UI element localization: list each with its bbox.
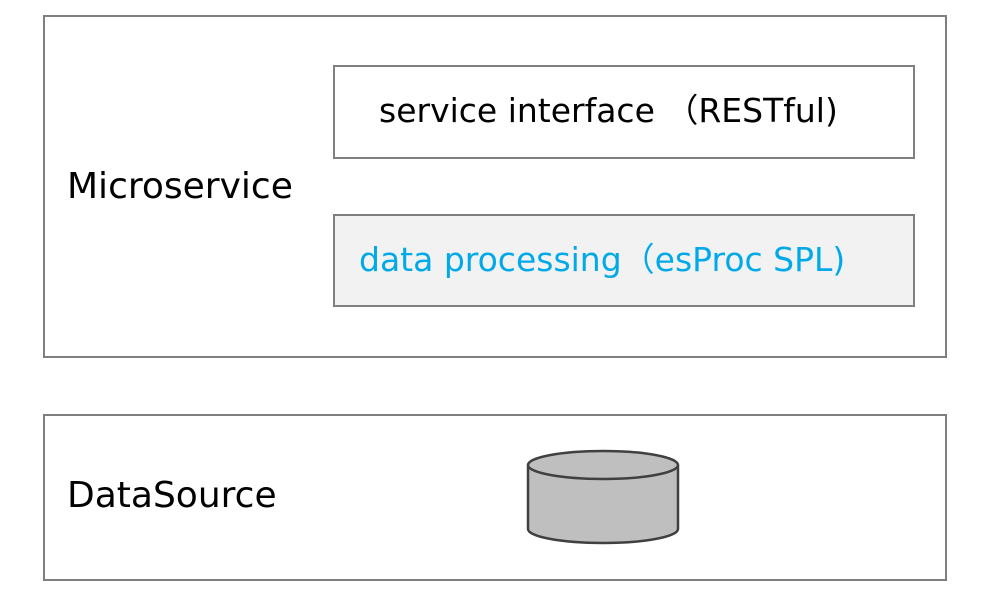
microservice-layer: Microservice service interface （RESTful)… (43, 15, 947, 358)
data-processing-box: data processing（esProc SPL) (333, 214, 915, 307)
service-interface-label: service interface （RESTful) (379, 91, 838, 130)
datasource-layer: DataSource (43, 414, 947, 581)
datasource-layer-label: DataSource (67, 475, 277, 516)
service-interface-box: service interface （RESTful) (333, 65, 915, 159)
microservice-layer-label: Microservice (67, 166, 293, 207)
database-body (526, 465, 680, 545)
database-cylinder-icon (526, 449, 680, 545)
database-top (526, 449, 680, 481)
data-processing-label: data processing（esProc SPL) (359, 240, 846, 279)
